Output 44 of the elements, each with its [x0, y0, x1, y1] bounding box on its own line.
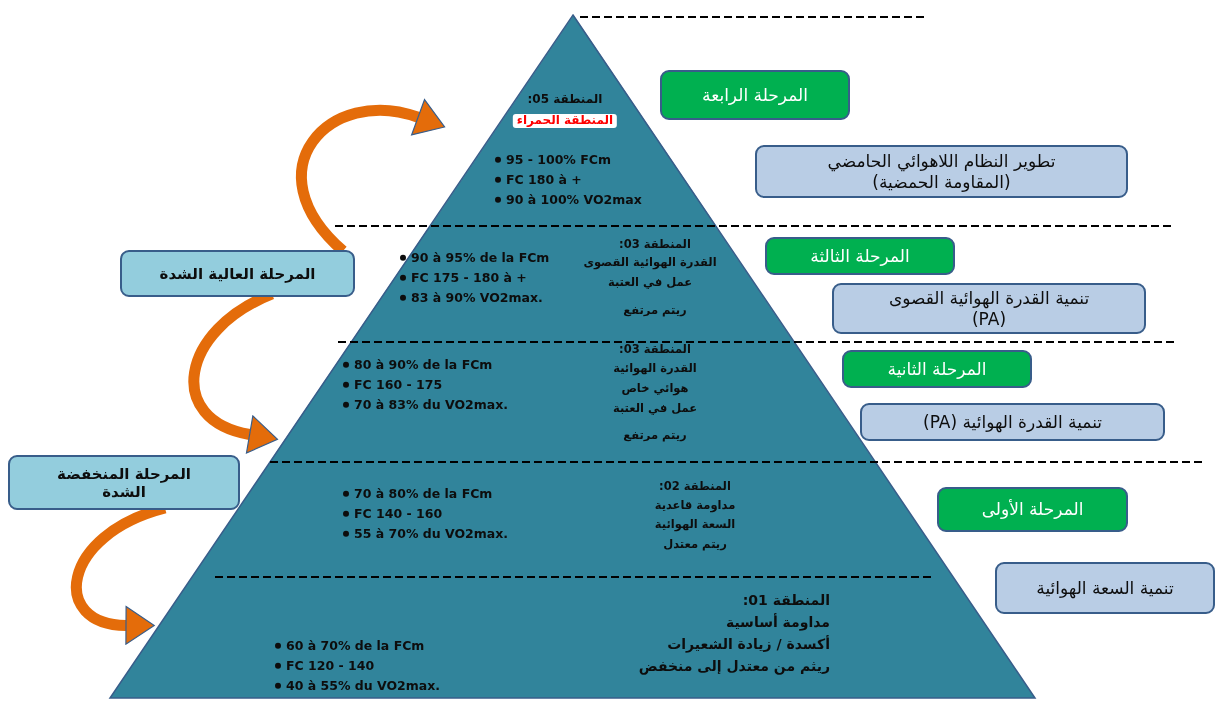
zone-text: أكسدة / زيادة الشعيرات: [667, 635, 830, 653]
zone-text: ريتم مرتفع: [623, 429, 687, 443]
bullet-item: 90 à 100% VO2max: [495, 192, 642, 208]
bullet-item: 70 à 83% du VO2max.: [343, 397, 509, 413]
zone-text: مداومة قاعدية: [654, 499, 736, 513]
bullet-item: 70 à 80% de la FCm: [343, 486, 493, 502]
bullet-item: 40 à 55% du VO2max.: [275, 678, 441, 694]
bullet-item: 60 à 70% de la FCm: [275, 638, 425, 654]
bullet-item: 95 - 100% FCm: [495, 152, 611, 168]
zone-text: عمل في العتبة: [607, 276, 693, 290]
zone-name: المنطقة الحمراء: [512, 114, 618, 128]
bullet-item: 90 à 95% de la FCm: [400, 250, 550, 266]
goal-box: تنمية القدرة الهوائية القصوى (PA): [832, 283, 1146, 334]
intensity-box: المرحلة المنخفضة الشدة: [8, 455, 240, 510]
bullet-item: FC 140 - 160: [343, 506, 443, 522]
goal-box: تطوير النظام اللاهوائي الحامضي (المقاومة الحمضية): [755, 145, 1128, 198]
zone-text: السعة الهوائية: [654, 518, 736, 532]
zone-text: ريتم مرتفع: [623, 304, 687, 318]
zone-text: المنطقة 01:: [742, 591, 830, 609]
zone-text: المنطقة 02:: [659, 480, 731, 494]
bullet-item: FC 175 - 180 à +: [400, 270, 527, 286]
zone-text: القدرة الهوائية: [613, 362, 697, 376]
zone-text: هوائي خاص: [621, 382, 689, 396]
goal-box: تنمية القدرة الهوائية (PA): [860, 403, 1165, 441]
zone-text: القدرة الهوائية القصوى: [583, 256, 717, 270]
bullet-item: FC 120 - 140: [275, 658, 375, 674]
zone-text: مداومة أساسية: [725, 613, 830, 631]
intensity-box: المرحلة العالية الشدة: [120, 250, 355, 297]
phase-box: المرحلة الثالثة: [765, 237, 955, 275]
bullet-item: 83 à 90% VO2max.: [400, 290, 543, 306]
bullet-item: 55 à 70% du VO2max.: [343, 526, 509, 542]
bullet-item: FC 180 à +: [495, 172, 582, 188]
phase-box: المرحلة الأولى: [937, 487, 1128, 532]
zone-text: المنطقة 03:: [619, 238, 691, 252]
zone-text: عمل في العتبة: [612, 402, 698, 416]
phase-box: المرحلة الرابعة: [660, 70, 850, 120]
zone-text: المنطقة 05:: [527, 93, 603, 107]
bullet-item: 80 à 90% de la FCm: [343, 357, 493, 373]
goal-box: تنمية السعة الهوائية: [995, 562, 1215, 614]
zone-text: المنطقة 03:: [619, 343, 691, 357]
zone-text: ريتم معتدل: [663, 538, 727, 552]
bullet-item: FC 160 - 175: [343, 377, 443, 393]
phase-box: المرحلة الثانية: [842, 350, 1032, 388]
zone-text: ريثم من معتدل إلى منخفض: [638, 657, 830, 675]
